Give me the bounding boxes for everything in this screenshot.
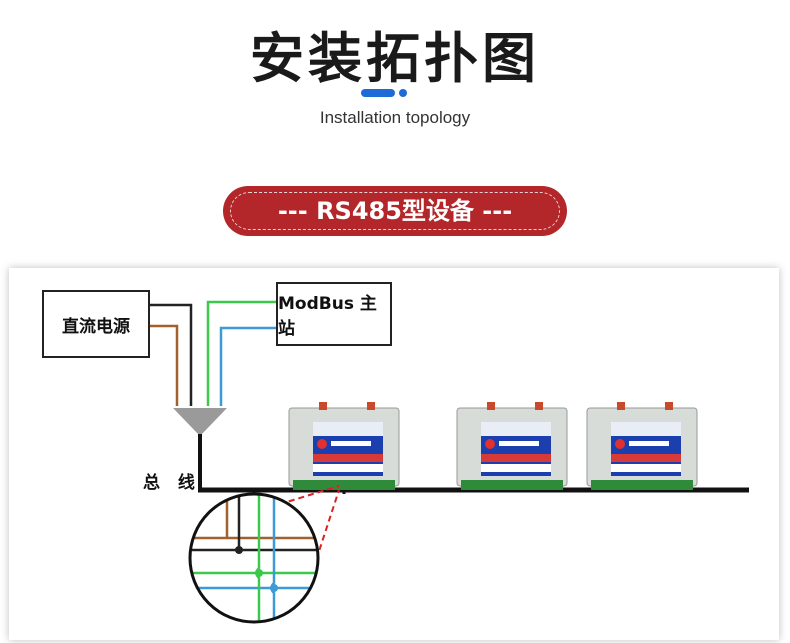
master-wires — [206, 300, 277, 406]
page-subtitle: Installation topology — [319, 108, 471, 127]
topology-panel: 直流电源 ModBus 主站 总 线 — [9, 268, 779, 640]
brown-power-wire — [149, 324, 179, 406]
underline-dot — [399, 89, 407, 97]
green-signal-wire — [206, 300, 277, 406]
power-wires — [149, 303, 193, 406]
underline-pill — [361, 89, 395, 97]
wiring-zoom-ring — [188, 492, 320, 624]
black-power-wire — [149, 303, 193, 406]
relay-device-3 — [586, 402, 698, 490]
topology-diagram — [149, 300, 749, 624]
callout-line-bottom — [306, 489, 340, 589]
relay-device-1 — [288, 402, 400, 490]
power-supply-box: 直流电源 — [42, 290, 150, 358]
blue-signal-wire — [219, 326, 277, 406]
page-title: 安装拓扑图 — [250, 27, 540, 90]
relay-device-2 — [456, 402, 568, 490]
wiring-zoom-detail — [190, 494, 318, 622]
section-badge-label: --- RS485型设备 --- — [230, 192, 560, 230]
callout-line-top — [240, 485, 340, 517]
section-badge: --- RS485型设备 --- — [223, 186, 567, 236]
bus-label: 总 线 — [143, 473, 201, 493]
title-underline — [361, 89, 407, 97]
bus-junction-funnel — [173, 408, 227, 436]
modbus-master-box: ModBus 主站 — [276, 282, 392, 346]
